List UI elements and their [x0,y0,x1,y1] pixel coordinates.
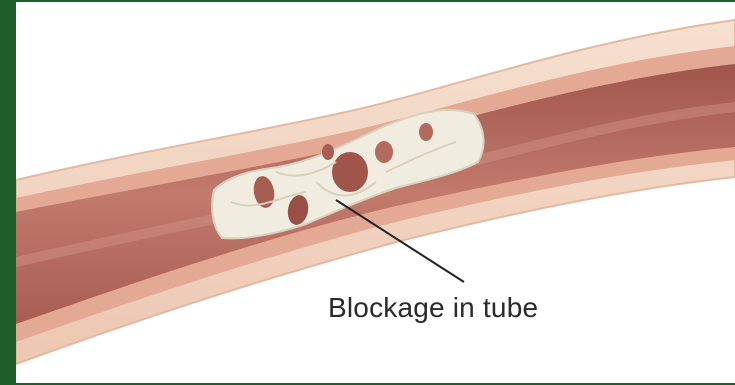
blockage-label: Blockage in tube [328,292,538,324]
tube-illustration [16,2,735,383]
illustration-panel: Blockage in tube [16,2,735,383]
